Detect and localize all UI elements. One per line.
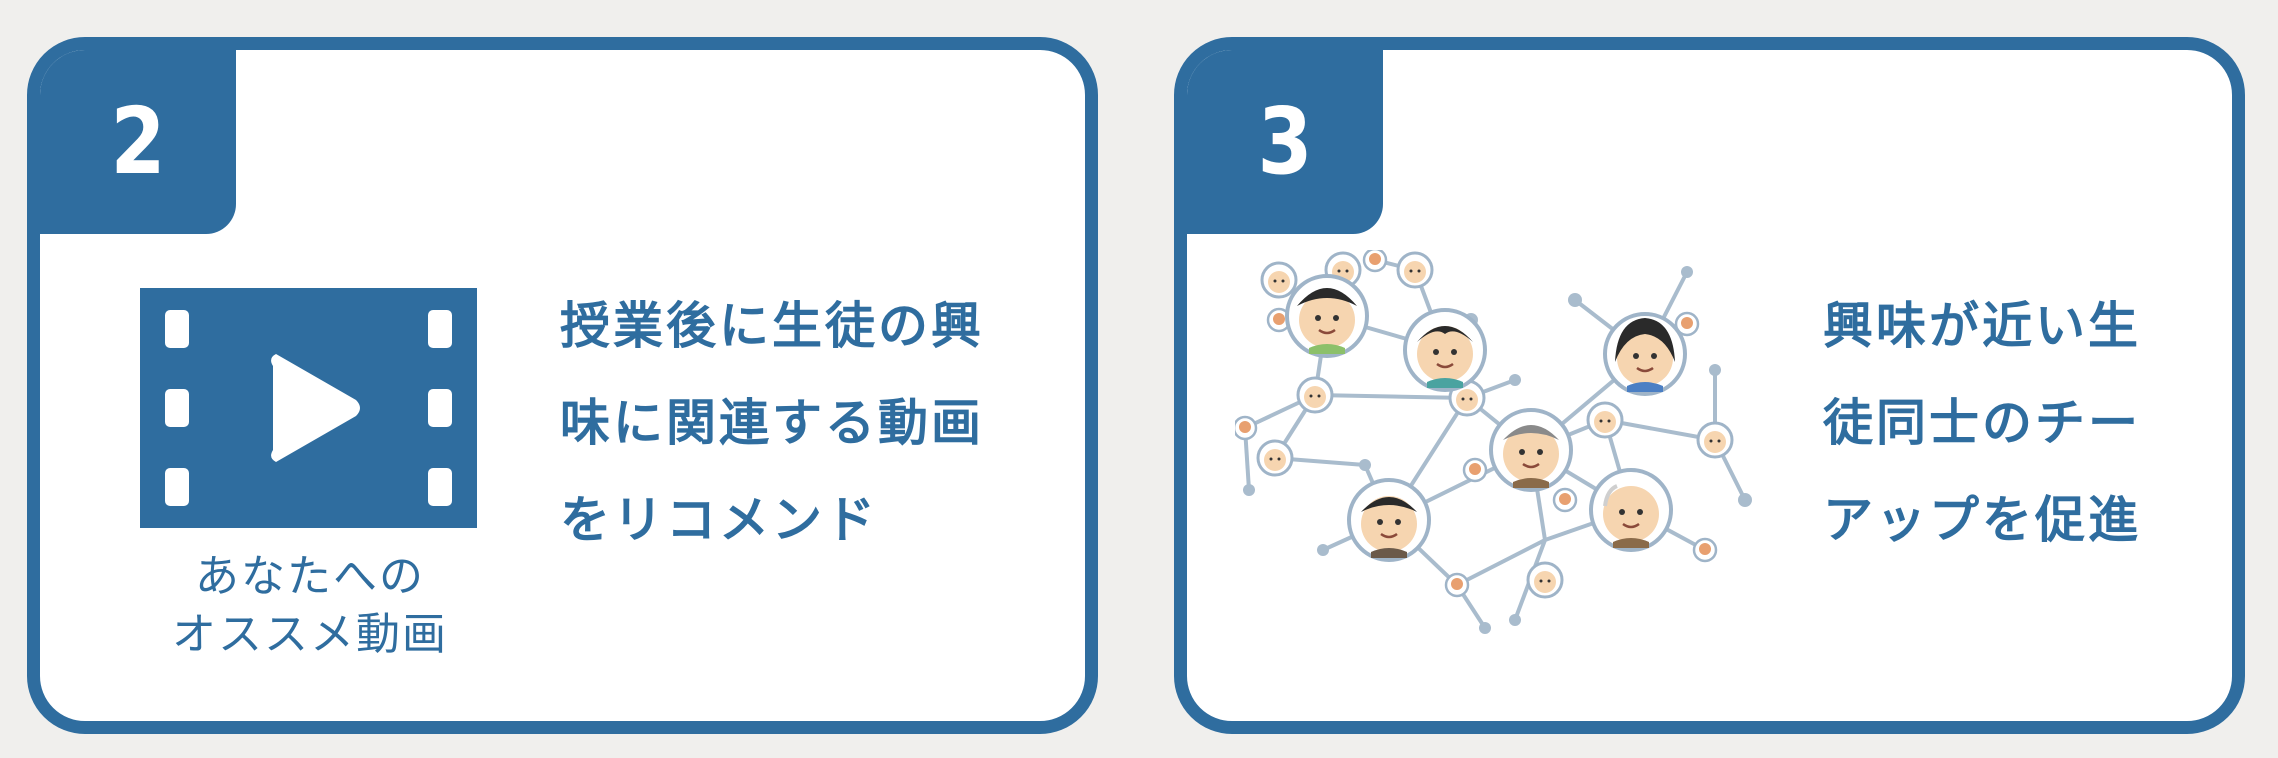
step-number: 3 xyxy=(1257,88,1313,195)
step-number-badge: 2 xyxy=(40,50,236,234)
description-line-1: 授業後に生徒の興 xyxy=(560,297,984,355)
caption-line-2: オススメ動画 xyxy=(172,609,448,660)
card-description: 興味が近い生 徒同士のチー アップを促進 xyxy=(1823,278,2141,569)
description-line-2: 味に関連する動画 xyxy=(560,394,984,452)
card-recommend-videos: 2 あなたへの オススメ動画 授業後に生徒の興 味に関連する動画 をリコメンド xyxy=(27,37,1098,734)
description-line-3: をリコメンド xyxy=(560,491,878,549)
video-caption: あなたへの オススメ動画 xyxy=(110,548,510,664)
description-line-2: 徒同士のチー xyxy=(1823,394,2141,452)
video-film-play-icon xyxy=(140,288,477,528)
people-network-illustration xyxy=(1235,250,1752,634)
caption-line-1: あなたへの xyxy=(195,551,425,602)
step-number-badge: 3 xyxy=(1187,50,1383,234)
card-team-up: 3 xyxy=(1174,37,2245,734)
step-number: 2 xyxy=(110,88,166,195)
description-line-1: 興味が近い生 xyxy=(1823,297,2141,355)
description-line-3: アップを促進 xyxy=(1823,491,2141,549)
card-description: 授業後に生徒の興 味に関連する動画 をリコメンド xyxy=(560,278,984,569)
